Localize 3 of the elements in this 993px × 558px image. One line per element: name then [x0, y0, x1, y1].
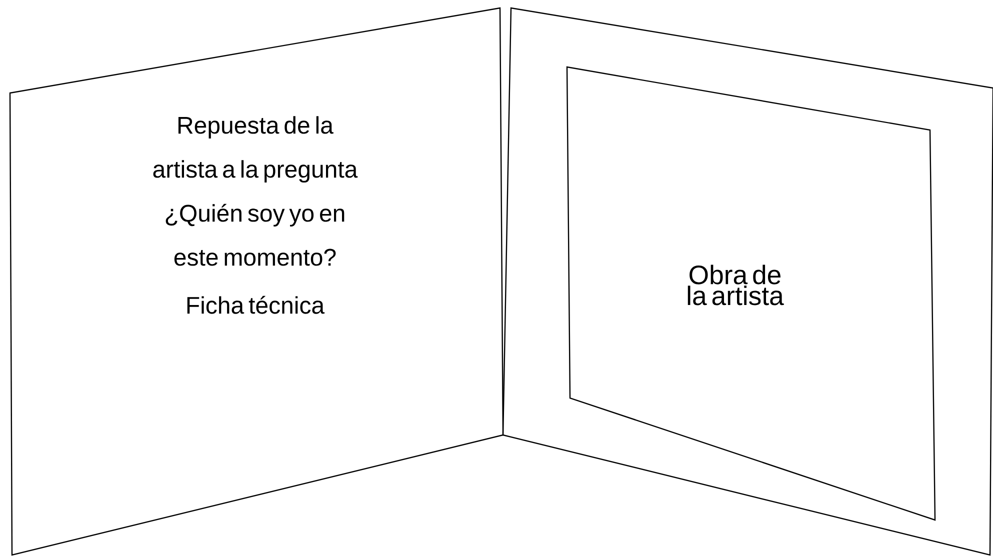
artwork-frame: Obra de la artista — [566, 66, 936, 521]
left-card-panel: Repuesta de la artista a la pregunta ¿Quién soy yo en este momento? Ficha técnica — [9, 7, 504, 556]
right-card-panel — [502, 7, 993, 556]
